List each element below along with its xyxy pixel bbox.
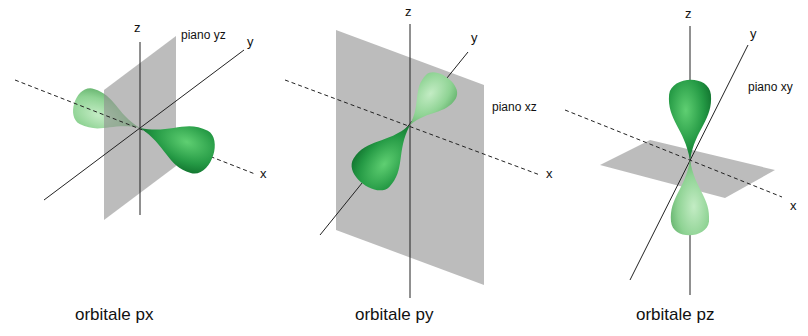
px-panel [15, 36, 255, 220]
orbital-lobe [345, 111, 428, 198]
y-axis [44, 50, 244, 200]
py-panel [285, 24, 540, 298]
axis-label: x [546, 166, 553, 182]
axis-label: z [685, 6, 692, 22]
y-axis [320, 52, 468, 235]
x-axis [15, 80, 255, 174]
x-axis [565, 110, 782, 197]
orbital-lobe [669, 80, 711, 160]
axis-label: y [750, 26, 757, 42]
axis-label: y [247, 34, 254, 50]
orbital-lobe [395, 66, 463, 137]
plane-label: piano yz [181, 28, 226, 42]
caption-label: orbitale pz [636, 305, 714, 325]
axis-label: z [134, 20, 141, 36]
caption-label: orbitale py [355, 305, 433, 325]
orbital-lobe [671, 160, 709, 235]
axis-label: y [471, 30, 478, 46]
axis-label: z [405, 4, 412, 20]
axis-label: x [790, 198, 797, 214]
y-axis [630, 45, 748, 280]
x-axis [285, 80, 540, 175]
axis-label: x [260, 166, 267, 182]
plane-label: piano xz [492, 100, 537, 114]
pz-panel [565, 26, 782, 295]
z-axis [410, 24, 411, 298]
orbital-lobe [131, 107, 221, 179]
caption-label: orbitale px [75, 305, 153, 325]
plane-label: piano xy [748, 80, 793, 94]
